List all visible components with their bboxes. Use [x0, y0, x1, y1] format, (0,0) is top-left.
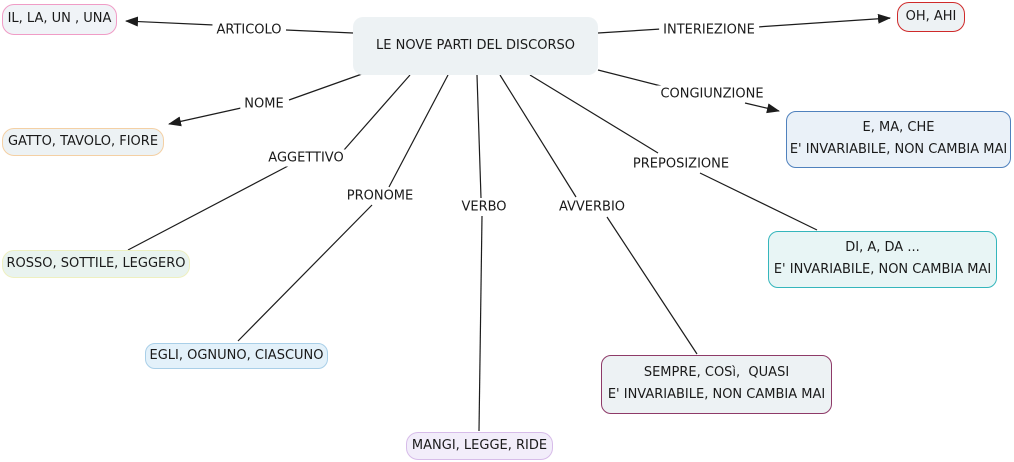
edge-label-verbo[interactable]: VERBO [457, 198, 511, 216]
central-node-label: LE NOVE PARTI DEL DISCORSO [376, 37, 575, 53]
box-nome-examples[interactable]: GATTO, TAVOLO, FIORE [2, 128, 164, 156]
edge-label-avverbio[interactable]: AVVERBIO [554, 198, 630, 216]
box-text: E' INVARIABILE, NON CAMBIA MAI [789, 142, 1008, 157]
box-articolo-examples[interactable]: IL, LA, UN , UNA [2, 4, 117, 35]
box-text: DI, A, DA ... [845, 240, 920, 256]
box-verbo-examples[interactable]: MANGI, LEGGE, RIDE [406, 432, 553, 460]
box-interiezione-examples[interactable]: OH, AHI [897, 2, 965, 32]
box-preposizione-examples[interactable]: DI, A, DA ... E' INVARIABILE, NON CAMBIA… [768, 231, 997, 288]
edge-label-nome[interactable]: NOME [240, 95, 288, 113]
box-text: E' INVARIABILE, NON CAMBIA MAI [607, 387, 826, 403]
edge-label-articolo[interactable]: ARTICOLO [212, 21, 286, 39]
box-text: SEMPRE, COSì, QUASI [643, 364, 790, 380]
box-avverbio-examples[interactable]: SEMPRE, COSì, QUASI E' INVARIABILE, NON … [601, 355, 832, 414]
box-text: IL, LA, UN , UNA [7, 11, 112, 27]
edge-label-aggettivo[interactable]: AGGETTIVO [264, 149, 348, 167]
box-text: GATTO, TAVOLO, FIORE [7, 133, 159, 149]
box-aggettivo-examples[interactable]: ROSSO, SOTTILE, LEGGERO [2, 250, 190, 278]
edge-label-interiezione[interactable]: INTERIEZIONE [659, 21, 759, 39]
box-text: MANGI, LEGGE, RIDE [411, 437, 548, 453]
box-pronome-examples[interactable]: EGLI, OGNUNO, CIASCUNO [145, 343, 328, 369]
box-text: ROSSO, SOTTILE, LEGGERO [6, 255, 186, 271]
edge-label-congiunzione[interactable]: CONGIUNZIONE [656, 85, 768, 103]
box-congiunzione-examples[interactable]: E, MA, CHE E' INVARIABILE, NON CAMBIA MA… [786, 111, 1011, 168]
box-text: OH, AHI [905, 8, 957, 24]
edge-label-pronome[interactable]: PRONOME [342, 187, 418, 205]
central-node[interactable]: LE NOVE PARTI DEL DISCORSO [353, 17, 598, 75]
box-text: E' INVARIABILE, NON CAMBIA MAI [773, 262, 992, 277]
box-text: E, MA, CHE [862, 120, 935, 136]
box-text: EGLI, OGNUNO, CIASCUNO [149, 347, 324, 363]
edge-label-preposizione[interactable]: PREPOSIZIONE [628, 155, 734, 173]
